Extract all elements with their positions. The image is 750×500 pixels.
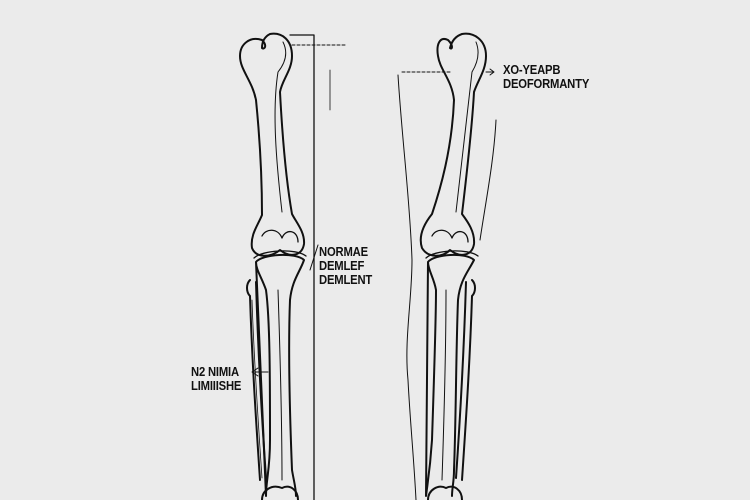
label-line: NORMAE xyxy=(319,245,368,259)
right-leg-outline xyxy=(397,74,497,500)
right-fibula xyxy=(455,279,476,481)
label-line: N2 NIMIA xyxy=(191,365,239,379)
left-foot-bones xyxy=(261,485,299,500)
label-line: LIMIIISHE xyxy=(191,379,242,393)
label-line: XO-YEAPB xyxy=(503,63,561,77)
left-fibula xyxy=(246,279,267,481)
label-line: DEMLENT xyxy=(319,273,373,287)
deformity-label: XO-YEAPB DEOFORMANTY xyxy=(503,63,589,91)
deformity-pointer xyxy=(401,68,495,76)
right-foot-bones xyxy=(427,485,463,500)
normal-alignment-label: NORMAE DEMLEF DEMLENT xyxy=(319,245,372,287)
label-line: DEOFORMANTY xyxy=(503,77,590,91)
right-femur xyxy=(419,32,487,257)
right-tibia xyxy=(425,250,479,497)
normal-line-label: N2 NIMIA LIMIIISHE xyxy=(191,365,241,393)
normal-alignment-line xyxy=(251,34,346,500)
left-femur xyxy=(239,32,306,257)
left-tibia xyxy=(253,250,307,497)
label-line: DEMLEF xyxy=(319,259,365,273)
